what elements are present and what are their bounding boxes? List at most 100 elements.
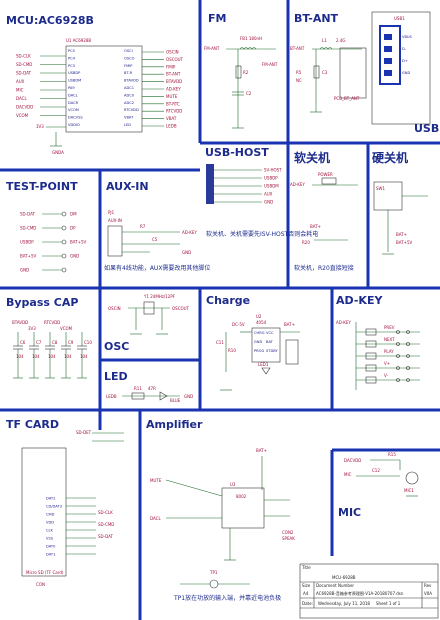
mcu-left-pin: PC3 (68, 64, 75, 68)
title-fm: FM (208, 12, 226, 25)
tf-card-outline (21, 447, 67, 577)
svg-text:AUX-IN: AUX-IN (108, 218, 122, 223)
svg-text:Y1 24MHz/12PF: Y1 24MHz/12PF (143, 294, 176, 299)
amplifier-block: BAT+ MUTE DACL U3 8002 CON2 SPEAK (150, 448, 295, 561)
mic-block: DACVDD MIC1 MIC C12 R15 (344, 452, 419, 497)
svg-text:PCB_BT_ANT: PCB_BT_ANT (334, 96, 360, 101)
svg-text:C2: C2 (246, 91, 252, 96)
mcu-block: U1 AC6928B SD-CLKSD-CMDSD-DATAUXMICDACLD… (16, 38, 184, 155)
svg-text:DACVDD: DACVDD (344, 458, 361, 463)
bypass-net: 3V3 (28, 326, 36, 331)
mcu-left-pin: VDDIO (68, 123, 80, 127)
bypass-cap-value: 104 (32, 354, 40, 359)
tf-pin: CLK (46, 529, 54, 533)
charge-pin: STDBY (266, 349, 279, 353)
fm-block: FB1 180nH FM-ANT FM-ANT R2 C2 (204, 36, 278, 129)
svg-text:SPEAK: SPEAK (282, 536, 295, 541)
svg-text:MIC1: MIC1 (404, 488, 414, 493)
svg-text:LED1: LED1 (258, 362, 269, 367)
hardsw-block: SW1 BAT+ BAT+5V (373, 181, 428, 255)
mcu-right-net: BT-ANT (166, 72, 181, 77)
adkey-key: PLAY (384, 349, 394, 354)
title-btant: BT-ANT (294, 12, 339, 25)
title-tfcard: TF CARD (6, 418, 59, 431)
svg-text:Rev: Rev (424, 583, 432, 588)
svg-text:D-: D- (402, 47, 407, 51)
softsw-block: AD-KEY POWER BAT+ R20 软关机，R20直接短接 (290, 172, 358, 272)
svg-text:BAT+: BAT+ (284, 322, 295, 327)
aux-note: 如果有4线功能，AUX需要改用其他脚位 (104, 264, 210, 272)
osc-block: Y1 24MHz/12PF OSCIN OSCOUT (108, 294, 190, 335)
svg-text:CON: CON (36, 582, 45, 587)
tp-net: USBDP (20, 240, 34, 245)
mcu-right-net: BT-RTC (166, 101, 180, 106)
usbhost-net: 5V-HOST (264, 168, 282, 173)
adkey-key: V+ (384, 361, 390, 366)
usb-block: USB1 VBUS D- D+ GND (371, 11, 431, 125)
svg-text:OSCIN: OSCIN (108, 306, 121, 311)
tp-net: BAT+5V (20, 254, 37, 259)
mcu-left-net: SD-CLK (16, 54, 31, 59)
mcu-right-net: AD-KEY (166, 87, 181, 92)
usb-outline (371, 11, 431, 125)
svg-text:V0A: V0A (424, 591, 432, 596)
usbhost-net: AUX (264, 192, 273, 197)
charge-pin: BAT (266, 340, 274, 344)
title-usbhost: USB-HOST (205, 146, 269, 159)
svg-text:C12: C12 (372, 468, 380, 473)
tfcard-block: DAT2CD/DAT3CMDVDDCLKVSSDAT0DAT1SD-CLKSD-… (21, 430, 124, 587)
mcu-right-pin: ADC1 (124, 86, 134, 90)
tf-pin: DAT2 (46, 497, 55, 501)
svg-text:MIC: MIC (344, 472, 352, 477)
mcu-right-pin: FMIP (124, 64, 133, 68)
mcu-left-net: MIC (16, 88, 24, 93)
svg-text:2.4G: 2.4G (336, 38, 345, 43)
mcu-left-pin: USBDM (68, 79, 81, 83)
svg-text:R11: R11 (134, 386, 142, 391)
svg-text:OSCOUT: OSCOUT (172, 306, 190, 311)
svg-text:4054: 4054 (256, 320, 267, 325)
mcu-right-pin: BT-R (124, 71, 133, 75)
svg-text:U2: U2 (256, 314, 262, 319)
title-amplifier: Amplifier (146, 418, 203, 431)
svg-text:POWER: POWER (318, 172, 333, 177)
svg-text:AD-KEY: AD-KEY (290, 182, 305, 187)
mcu-left-net: SD-CMD (16, 62, 32, 67)
mcu-vdd: 3V3 (36, 124, 44, 129)
tf-pin: VSS (46, 537, 54, 541)
mcu-right-pin: OSCO (124, 56, 135, 60)
tf-net: SD-CMD (98, 522, 114, 527)
usbhost-net: GND (264, 200, 273, 205)
svg-text:Title: Title (301, 565, 311, 570)
tp-label: GND (70, 254, 79, 259)
svg-text:PJ1: PJ1 (108, 210, 115, 215)
svg-text:GND: GND (184, 394, 193, 399)
mcu-left-pin: PC4 (68, 56, 76, 60)
svg-text:Micro SD (TF Card): Micro SD (TF Card) (26, 570, 64, 575)
svg-text:R20: R20 (302, 240, 310, 245)
bypass-cap-value: 104 (64, 354, 72, 359)
svg-text:BAT+: BAT+ (396, 232, 407, 237)
mcu-right-net: BTAVDD (166, 79, 182, 84)
bypass-cap-ref: C9 (68, 340, 74, 345)
tf-pin: DAT1 (46, 553, 55, 557)
usbhost-net: USBDM (264, 184, 279, 189)
svg-text:NC: NC (296, 78, 302, 83)
mcu-left-pin: DACL (68, 93, 78, 97)
svg-text:Date:: Date: (302, 601, 313, 606)
svg-text:BAT+: BAT+ (310, 224, 321, 229)
mcu-left-net: DACL (16, 96, 27, 101)
mcu-right-pin: BTAVDD (124, 79, 139, 83)
title-mic: MIC (338, 506, 361, 519)
svg-text:R7: R7 (140, 224, 146, 229)
svg-text:BAT+: BAT+ (256, 448, 267, 453)
mcu-left-pin: DACVSS (68, 116, 83, 120)
svg-text:FM-ANT: FM-ANT (262, 62, 278, 67)
svg-text:GND: GND (402, 71, 410, 75)
bypass-cap-ref: C6 (20, 340, 26, 345)
title-block: Title MCU-6928B Size A4 Document Number … (299, 563, 439, 619)
svg-text:Document Number: Document Number (316, 583, 354, 588)
